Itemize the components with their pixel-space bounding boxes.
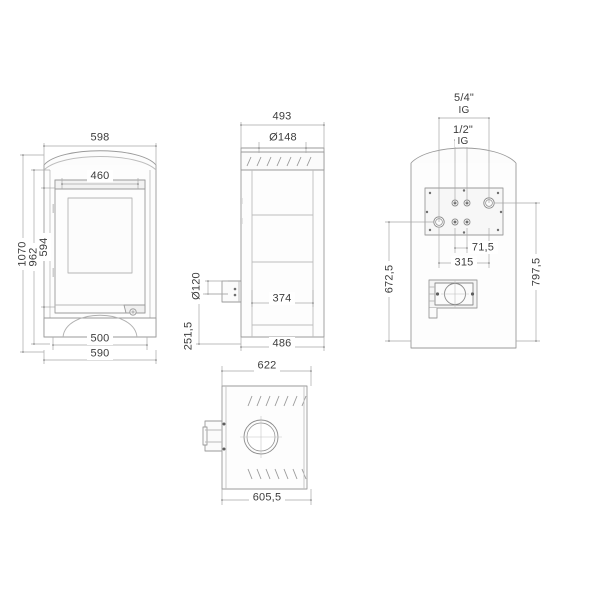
rear-flue-bolt-left	[435, 292, 440, 296]
dim-label-148: Ø148	[269, 131, 297, 143]
rear-flue-tab	[428, 308, 438, 319]
dim-label-715: 71,5	[472, 241, 494, 253]
front-arched-top	[43, 150, 157, 166]
front-view-dimensions	[20, 143, 157, 364]
dim-label-6055: 605,5	[253, 491, 282, 503]
side-hinge-upper	[240, 198, 243, 204]
rear-plate-screw-tr	[496, 191, 500, 195]
top-air-intake-end	[202, 426, 208, 446]
rear-view-dimension-labels: 5/4" IG 1/2" IG 71,5 315 672,5 797,5	[383, 92, 543, 297]
dim-label-598: 598	[91, 131, 110, 143]
rear-port-half-lower-left-core	[453, 220, 457, 224]
front-hinge-upper	[52, 204, 55, 213]
front-view-dimension-labels: 598 460 1070 962 594 500 590	[16, 131, 114, 360]
dim-label-493: 493	[273, 110, 292, 122]
front-hinge-lower	[52, 268, 55, 277]
dim-label-6725: 672,5	[383, 265, 395, 294]
side-vent-band	[240, 151, 325, 171]
dim-label-962: 962	[27, 248, 39, 267]
rear-plate-screw-tm	[462, 189, 466, 192]
dim-label-594: 594	[38, 238, 50, 257]
dim-label-590: 590	[91, 347, 110, 359]
rear-flue-bolt-right	[470, 292, 475, 296]
top-intake-bolt-upper	[222, 422, 226, 426]
rear-plate-screw-tl	[428, 191, 432, 195]
rear-plate-screw-br	[496, 228, 500, 232]
rear-view	[410, 147, 517, 349]
dim-label-374: 374	[273, 292, 292, 304]
top-air-intake-stub	[204, 420, 223, 452]
dim-label-2515: 251,5	[182, 322, 194, 351]
side-body-outline	[240, 147, 325, 338]
dim-label-ig-lower: IG	[458, 136, 469, 147]
rear-connection-plate	[424, 187, 504, 236]
rear-arched-top	[410, 147, 517, 164]
dim-label-7975: 797,5	[530, 258, 542, 287]
dim-label-54: 5/4"	[454, 92, 474, 104]
front-plinth-arch	[62, 314, 138, 338]
side-hinge-lower	[240, 218, 243, 224]
front-logo-mark	[131, 310, 135, 314]
dim-label-500: 500	[91, 332, 110, 344]
top-vent-hatch-lower	[247, 468, 307, 480]
front-glass-pane	[67, 197, 133, 274]
dim-label-486: 486	[273, 337, 292, 349]
side-air-inlet-bolt-lower	[233, 293, 237, 297]
rear-port-half-lower-right-core	[465, 220, 469, 224]
rear-plate-screw-bm	[462, 231, 466, 234]
dim-label-ig-upper: IG	[459, 105, 470, 116]
side-air-inlet-bolt-upper	[233, 287, 237, 291]
dim-label-622: 622	[258, 359, 277, 371]
top-view-dimension-labels: 622 605,5	[249, 359, 285, 504]
rear-plate-screw-lm	[425, 210, 429, 214]
dim-label-1070: 1070	[16, 241, 28, 266]
side-air-inlet-stub	[221, 280, 242, 303]
rear-plate-screw-rm	[499, 210, 503, 214]
top-intake-bolt-lower	[222, 447, 226, 451]
dim-label-315: 315	[455, 256, 474, 268]
front-top-inner-line	[43, 156, 157, 171]
top-view	[202, 385, 308, 490]
dim-label-460: 460	[91, 170, 110, 182]
dim-label-12: 1/2"	[453, 124, 473, 136]
side-view	[221, 147, 325, 338]
side-vent-hatch	[246, 156, 312, 167]
front-view	[43, 150, 157, 338]
dim-label-120: Ø120	[190, 272, 202, 300]
rear-plate-screw-bl	[428, 228, 432, 232]
side-view-dimension-labels: 493 Ø148 374 486 Ø120 251,5	[182, 110, 301, 354]
